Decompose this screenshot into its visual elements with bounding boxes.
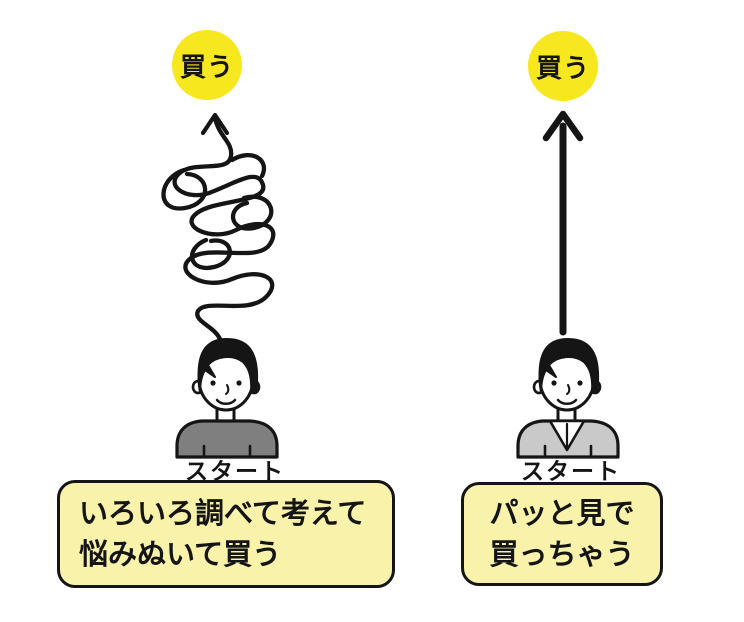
right-person-nose	[566, 384, 571, 395]
left-person-nose	[225, 384, 230, 395]
left-caption-box: いろいろ調べて考えて 悩みぬいて買う	[57, 480, 395, 588]
scribble-loop-2	[230, 194, 274, 231]
left-caption-line2: 悩みぬいて買う	[79, 537, 282, 571]
right-caption-line2: 買っちゃう	[489, 537, 635, 571]
scribble-loop-1	[161, 167, 208, 211]
right-caption-line1: パッと見で	[489, 496, 635, 530]
left-person-mouth	[215, 398, 237, 405]
right-person-illustration	[516, 338, 620, 459]
scribble-loop-3	[189, 237, 232, 271]
right-person-eye-r	[577, 380, 583, 386]
left-goal-badge: 買う	[172, 30, 242, 100]
right-person-mouth	[556, 398, 578, 405]
left-person-shirt	[175, 419, 279, 459]
left-arrowhead-icon	[200, 112, 230, 136]
right-arrowhead-icon	[542, 110, 584, 142]
left-person-eye-l	[210, 380, 216, 386]
right-start-label: スタート	[521, 459, 621, 485]
straight-arrow-path-icon	[542, 110, 584, 336]
right-goal-badge: 買う	[528, 31, 598, 101]
right-person-eye-l	[551, 380, 557, 386]
right-goal-label: 買う	[535, 53, 590, 84]
tangled-scribble-path-icon	[161, 112, 276, 342]
scribble-loop-4	[229, 153, 266, 179]
right-caption-box: パッと見で 買っちゃう	[461, 482, 663, 586]
right-person-hair	[538, 338, 600, 394]
left-goal-label: 買う	[179, 52, 234, 83]
left-person-illustration	[175, 338, 279, 459]
left-person-hair	[197, 338, 259, 394]
left-person-eye-r	[236, 380, 242, 386]
left-caption-line1: いろいろ調べて考えて	[79, 496, 367, 530]
